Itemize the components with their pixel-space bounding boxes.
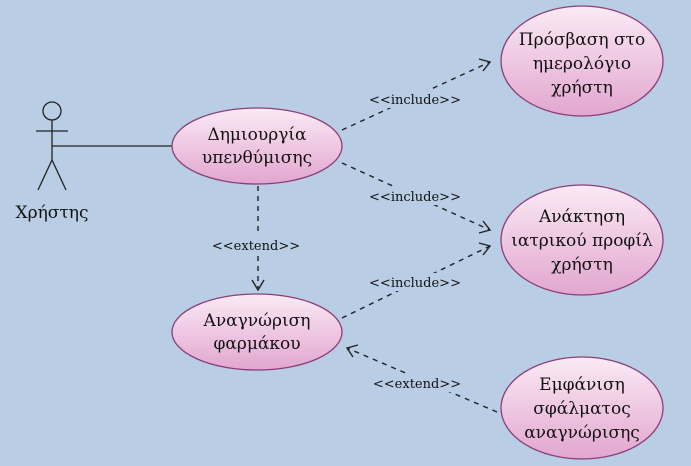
usecase-label: ημερολόγιο [533, 54, 631, 74]
usecase-label: ιατρικού προφίλ [511, 231, 653, 251]
actor-stick-figure [36, 101, 68, 191]
usecase-create-reminder[interactable]: Δημιουργία υπενθύμισης [171, 107, 343, 185]
usecase-show-error[interactable]: Εμφάνιση σφάλματος αναγνώρισης [500, 356, 664, 460]
usecase-label: υπενθύμισης [202, 148, 312, 168]
usecase-label: φαρμάκου [213, 334, 300, 354]
usecase-recognize-drug[interactable]: Αναγνώριση φαρμάκου [171, 293, 343, 371]
arrowhead [478, 242, 492, 256]
usecase-label: Δημιουργία [207, 125, 307, 145]
usecase-label: χρήστη [551, 78, 613, 98]
arrowhead [478, 58, 492, 72]
arrowhead [478, 220, 492, 234]
include-label: <<include>> [369, 276, 461, 291]
actor-name: Χρήστης [16, 203, 89, 223]
include-label: <<include>> [369, 93, 461, 108]
include-label: <<include>> [369, 190, 461, 205]
arrowhead [345, 344, 359, 358]
arrowhead [251, 279, 265, 292]
usecase-label: χρήστη [551, 255, 613, 275]
usecase-label: Πρόσβαση στο [519, 30, 645, 50]
usecase-access-calendar[interactable]: Πρόσβαση στο ημερολόγιο χρήστη [500, 5, 664, 117]
usecase-label: αναγνώρισης [524, 423, 640, 443]
usecase-label: Αναγνώριση [203, 311, 311, 331]
extend-label: <<extend>> [212, 239, 300, 254]
extend-label: <<extend>> [373, 377, 461, 392]
usecase-label: Ανάκτηση [538, 207, 625, 227]
usecase-retrieve-profile[interactable]: Ανάκτηση ιατρικού προφίλ χρήστη [500, 184, 664, 296]
usecase-label: Εμφάνιση [539, 375, 625, 395]
usecase-label: σφάλματος [533, 399, 630, 419]
